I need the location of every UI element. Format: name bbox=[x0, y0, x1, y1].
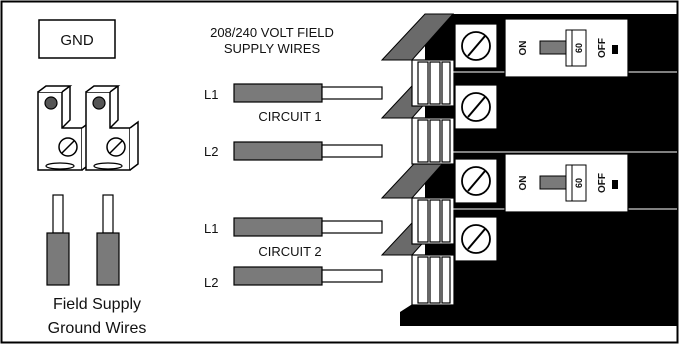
terminal-screw-icon bbox=[454, 216, 498, 262]
circuit2-wire-l1 bbox=[233, 217, 383, 237]
terminal-screw-icon bbox=[454, 84, 498, 130]
ground-lug-left bbox=[37, 85, 91, 171]
breaker-2-off-label: OFF bbox=[597, 173, 608, 193]
screw-icon bbox=[92, 96, 106, 110]
ground-wires-label-line2: Ground Wires bbox=[48, 320, 147, 337]
breaker-1: ON 60 OFF bbox=[504, 18, 629, 78]
circuit2-l1-label: L1 bbox=[204, 221, 218, 236]
terminal-slot bbox=[411, 254, 455, 306]
circuit2-label: CIRCUIT 2 bbox=[258, 244, 321, 259]
breaker-2: ON 60 OFF bbox=[504, 153, 629, 213]
ground-wires-label-line1: Field Supply bbox=[53, 296, 141, 313]
ground-wire-left bbox=[46, 194, 70, 286]
breaker-1-toggle[interactable] bbox=[539, 40, 567, 55]
gnd-box bbox=[38, 19, 116, 59]
circuit1-l1-label: L1 bbox=[204, 87, 218, 102]
ground-lug-right bbox=[85, 85, 139, 171]
terminal-slot bbox=[411, 197, 455, 245]
supply-title-line1: 208/240 VOLT FIELD bbox=[210, 25, 334, 40]
breaker-2-rating: 60 bbox=[574, 178, 584, 188]
gnd-label: GND bbox=[60, 32, 94, 49]
ground-wire-right bbox=[96, 194, 120, 286]
circuit2-wire-l2 bbox=[233, 266, 383, 286]
breaker-1-rating: 60 bbox=[574, 43, 584, 53]
breaker-1-off-label: OFF bbox=[597, 38, 608, 58]
circuit2-l2-label: L2 bbox=[204, 275, 218, 290]
breaker-2-toggle[interactable] bbox=[539, 175, 567, 190]
circuit1-l2-label: L2 bbox=[204, 144, 218, 159]
breaker-1-on-label: ON bbox=[518, 41, 529, 56]
terminal-slot bbox=[411, 117, 455, 165]
terminal-screw-icon bbox=[454, 158, 498, 204]
circuit1-wire-l2 bbox=[233, 141, 383, 161]
breaker-panel: ON 60 OFF ON 60 OFF bbox=[380, 13, 677, 326]
screw-icon bbox=[44, 96, 58, 110]
terminal-slot bbox=[411, 59, 455, 107]
supply-title-line2: SUPPLY WIRES bbox=[224, 41, 321, 56]
circuit1-label: CIRCUIT 1 bbox=[258, 109, 321, 124]
terminal-screw-icon bbox=[454, 23, 498, 69]
breaker-2-on-label: ON bbox=[518, 176, 529, 191]
circuit1-wire-l1 bbox=[233, 83, 383, 103]
